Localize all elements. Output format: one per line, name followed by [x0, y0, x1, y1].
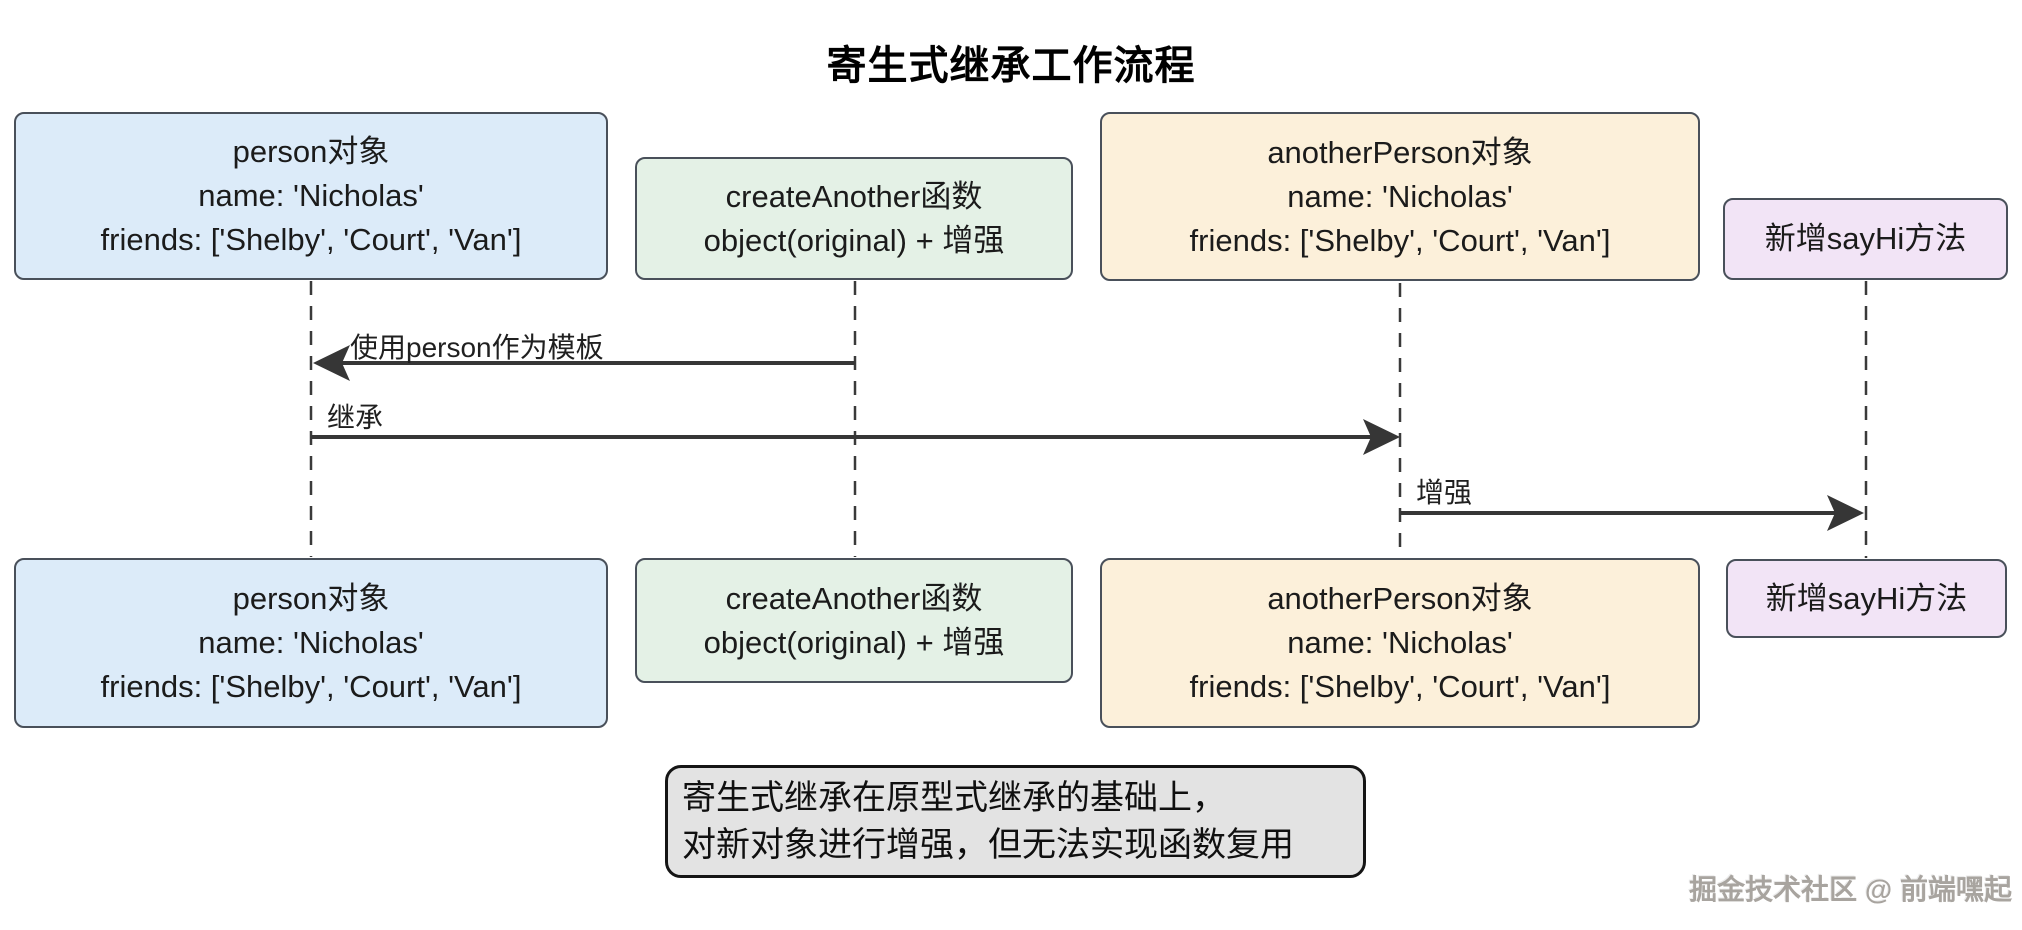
box-line: 新增sayHi方法 — [1765, 580, 1968, 616]
box-line: createAnother函数 — [725, 178, 983, 214]
another-person-object-box-top: anotherPerson对象 name: 'Nicholas' friends… — [1100, 112, 1700, 281]
box-line: name: 'Nicholas' — [1287, 625, 1513, 660]
box-line: friends: ['Shelby', 'Court', 'Van'] — [1189, 222, 1611, 258]
message-label-enhance: 增强 — [1416, 477, 1473, 508]
create-another-function-box-top: createAnother函数 object(original) + 增强 — [635, 157, 1073, 280]
watermark-text: 掘金技术社区 @ 前端嘿起 — [1689, 874, 2012, 905]
box-line: name: 'Nicholas' — [198, 178, 424, 213]
note-line: 对新对象进行增强，但无法实现函数复用 — [682, 825, 1294, 864]
box-line: friends: ['Shelby', 'Court', 'Van'] — [100, 222, 522, 257]
arrowhead-left — [313, 345, 350, 381]
box-line: object(original) + 增强 — [703, 222, 1005, 258]
box-line: 新增sayHi方法 — [1764, 221, 1967, 256]
arrowhead-right — [1827, 495, 1864, 531]
box-line: name: 'Nicholas' — [198, 625, 424, 660]
summary-note-box: 寄生式继承在原型式继承的基础上， 对新对象进行增强，但无法实现函数复用 — [665, 765, 1366, 878]
person-object-box-bottom: person对象 name: 'Nicholas' friends: ['She… — [14, 558, 608, 728]
sayhi-method-box-top: 新增sayHi方法 — [1723, 198, 2008, 280]
message-label-inherit: 继承 — [327, 402, 384, 433]
diagram-title: 寄生式继承工作流程 — [826, 44, 1196, 88]
box-line: anotherPerson对象 — [1267, 134, 1533, 170]
box-line: person对象 — [232, 581, 390, 616]
box-line: name: 'Nicholas' — [1287, 178, 1513, 214]
box-line: anotherPerson对象 — [1267, 581, 1533, 616]
note-line: 寄生式继承在原型式继承的基础上， — [682, 778, 1226, 817]
box-line: createAnother函数 — [725, 580, 983, 616]
create-another-function-box-bottom: createAnother函数 object(original) + 增强 — [635, 558, 1073, 683]
sayhi-method-box-bottom: 新增sayHi方法 — [1726, 559, 2007, 638]
person-object-box-top: person对象 name: 'Nicholas' friends: ['She… — [14, 112, 608, 280]
another-person-object-box-bottom: anotherPerson对象 name: 'Nicholas' friends… — [1100, 558, 1700, 728]
box-line: friends: ['Shelby', 'Court', 'Van'] — [100, 669, 522, 704]
box-line: person对象 — [232, 134, 390, 169]
arrowhead-right — [1363, 419, 1400, 455]
box-line: object(original) + 增强 — [703, 624, 1005, 660]
box-line: friends: ['Shelby', 'Court', 'Van'] — [1189, 669, 1611, 704]
message-label-use-person-as-template: 使用person作为模板 — [350, 332, 604, 363]
